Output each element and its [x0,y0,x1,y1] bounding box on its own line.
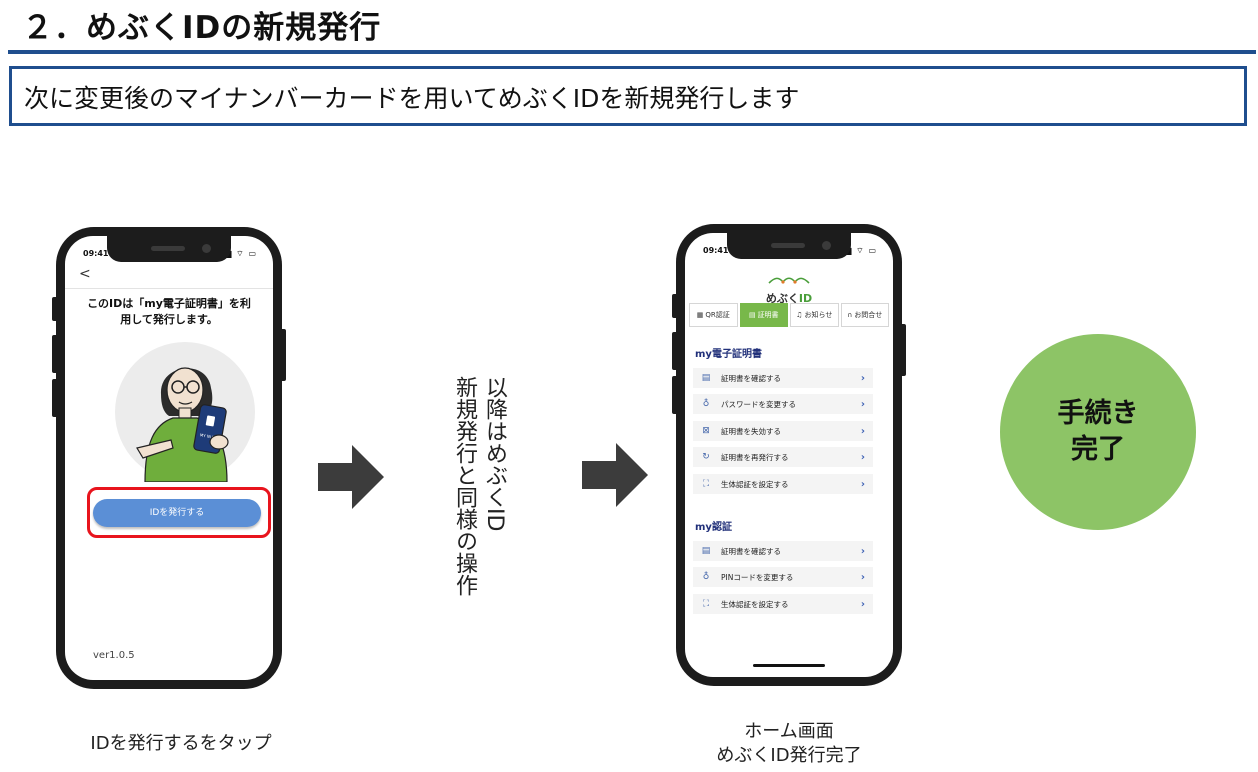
status-icons: ▂▄▆ ⌔ ▭ [830,246,877,255]
section-title-my-certificate: my電子証明書 [695,349,762,360]
button-highlight-frame [87,487,271,538]
woman-with-card-illustration: MY NUMBER [115,342,255,483]
disable-icon: ⊠ [702,426,710,436]
phone-screen: 09:41 ▂▄▆ ⌔ ▭ < このIDは「my電子証明書」を利 用して発行しま… [65,236,273,680]
tab-notifications[interactable]: ♫お知らせ [790,303,839,327]
subtitle-box: 次に変更後のマイナンバーカードを用いてめぶくIDを新規発行します [9,66,1247,126]
headset-icon: ∩ [847,311,853,319]
menu-item-change-password[interactable]: ♁パスワードを変更する› [693,394,873,414]
menu-item-reissue-certificate[interactable]: ↻証明書を再発行する› [693,447,873,467]
page-title: ２．めぶくIDの新規発行 [22,10,382,46]
app-version: ver1.0.5 [93,650,135,661]
phone-home-screen: 09:41 ▂▄▆ ⌔ ▭ めぶくID ▦QR認証 ▤証明書 ♫お知らせ ∩お問… [672,224,906,686]
tab-qr-auth[interactable]: ▦QR認証 [689,303,738,327]
tab-certificate[interactable]: ▤証明書 [739,303,788,327]
phone2-caption: ホーム画面 めぶくID発行完了 [716,721,862,766]
qr-icon: ▦ [696,311,704,319]
chevron-right-icon: › [860,372,865,384]
issue-id-button[interactable]: IDを発行する [93,499,261,527]
subtitle-text: 次に変更後のマイナンバーカードを用いてめぶくIDを新規発行します [24,84,800,113]
certificate-icon: ▤ [748,311,756,319]
face-scan-icon: ⛶ [702,479,710,489]
section-title-my-auth: my認証 [695,522,732,533]
completion-badge: 手続き 完了 [1000,334,1196,530]
logo-wave-icon [768,277,810,284]
document-icon: ▤ [701,546,711,556]
status-time: 09:41 [703,246,729,255]
tab-contact[interactable]: ∩お問合せ [840,303,889,327]
phone-screen: 09:41 ▂▄▆ ⌔ ▭ めぶくID ▦QR認証 ▤証明書 ♫お知らせ ∩お問… [685,233,893,677]
vertical-note: 以降はめぶくID 新規発行と同様の操作 [452,376,507,596]
home-indicator [753,664,825,667]
key-icon: ♁ [702,399,710,409]
document-icon: ▤ [701,373,711,383]
tab-bar: ▦QR認証 ▤証明書 ♫お知らせ ∩お問合せ [689,303,889,327]
back-chevron-icon[interactable]: < [79,266,91,282]
phone1-caption: IDを発行するをタップ [90,733,272,754]
status-time: 09:41 [83,249,109,258]
chevron-right-icon: › [860,598,865,610]
refresh-icon: ↻ [702,452,710,462]
menu-item-biometric-settings[interactable]: ⛶生体認証を設定する› [693,474,873,494]
arrow-right-icon [582,443,648,511]
chevron-right-icon: › [860,545,865,557]
key-icon: ♁ [702,572,710,582]
title-divider [8,50,1256,54]
face-scan-icon: ⛶ [702,599,710,609]
phone-id-issue: 09:41 ▂▄▆ ⌔ ▭ < このIDは「my電子証明書」を利 用して発行しま… [52,227,286,689]
phone-notch [727,233,851,259]
menu-item-revoke-certificate[interactable]: ⊠証明書を失効する› [693,421,873,441]
chevron-right-icon: › [860,451,865,463]
chevron-right-icon: › [860,398,865,410]
chevron-right-icon: › [860,478,865,490]
menu-item-confirm-certificate-auth[interactable]: ▤証明書を確認する› [693,541,873,561]
arrow-right-icon [318,445,384,513]
menu-item-biometric-settings-auth[interactable]: ⛶生体認証を設定する› [693,594,873,614]
mebuku-id-logo: めぶくID [759,271,819,306]
chevron-right-icon: › [860,425,865,437]
phone-notch [107,236,231,262]
bell-icon: ♫ [796,311,803,319]
menu-item-change-pin[interactable]: ♁PINコードを変更する› [693,567,873,587]
status-icons: ▂▄▆ ⌔ ▭ [210,249,257,258]
issue-message: このIDは「my電子証明書」を利 用して発行します。 [87,297,251,326]
menu-item-confirm-certificate[interactable]: ▤証明書を確認する› [693,368,873,388]
chevron-right-icon: › [860,571,865,583]
